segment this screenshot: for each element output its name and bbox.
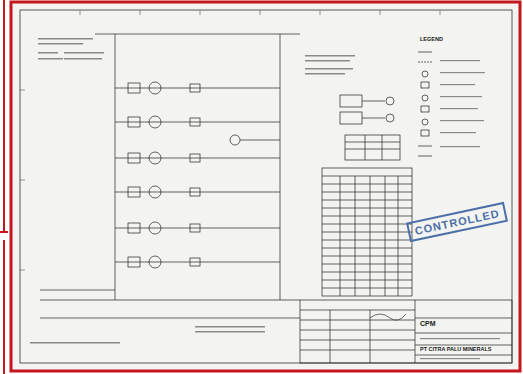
legend-heading: LEGEND [420,36,443,42]
company-code: CPM [420,320,436,327]
company-name: PT CITRA PALU MINERALS [420,346,492,352]
node-text: CPM [420,320,436,327]
node-text: PT CITRA PALU MINERALS [420,346,492,352]
